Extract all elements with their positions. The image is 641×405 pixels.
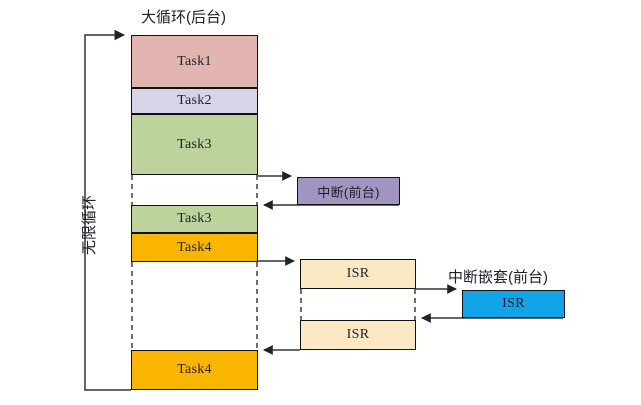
block-label: Task4	[177, 362, 212, 377]
infinite-loop-label: 无限循环	[81, 194, 98, 255]
block-task2[interactable]: Task2	[131, 88, 258, 114]
block-task1[interactable]: Task1	[131, 35, 258, 88]
nested-title-label: 中断嵌套(前台)	[448, 269, 548, 286]
block-label: ISR	[346, 266, 370, 281]
block-task4-first[interactable]: Task4	[131, 233, 258, 262]
block-task4-resume[interactable]: Task4	[131, 350, 258, 390]
block-task3-resume[interactable]: Task3	[131, 205, 258, 233]
block-isr-first[interactable]: ISR	[300, 259, 416, 289]
block-interrupt[interactable]: 中断(前台)	[297, 177, 400, 205]
block-task3-first[interactable]: Task3	[131, 114, 258, 175]
block-label: Task4	[177, 239, 212, 255]
title-main-label: 大循环(后台)	[141, 9, 226, 26]
block-isr-resume[interactable]: ISR	[300, 320, 416, 350]
block-label: Task1	[177, 53, 212, 69]
block-label: ISR	[346, 327, 370, 342]
block-isr-nested[interactable]: ISR	[462, 290, 565, 318]
block-label: Task2	[177, 93, 212, 108]
block-label: Task3	[177, 136, 212, 152]
block-label: 中断(前台)	[317, 184, 380, 200]
block-label: ISR	[502, 296, 525, 311]
block-label: Task3	[177, 211, 212, 226]
